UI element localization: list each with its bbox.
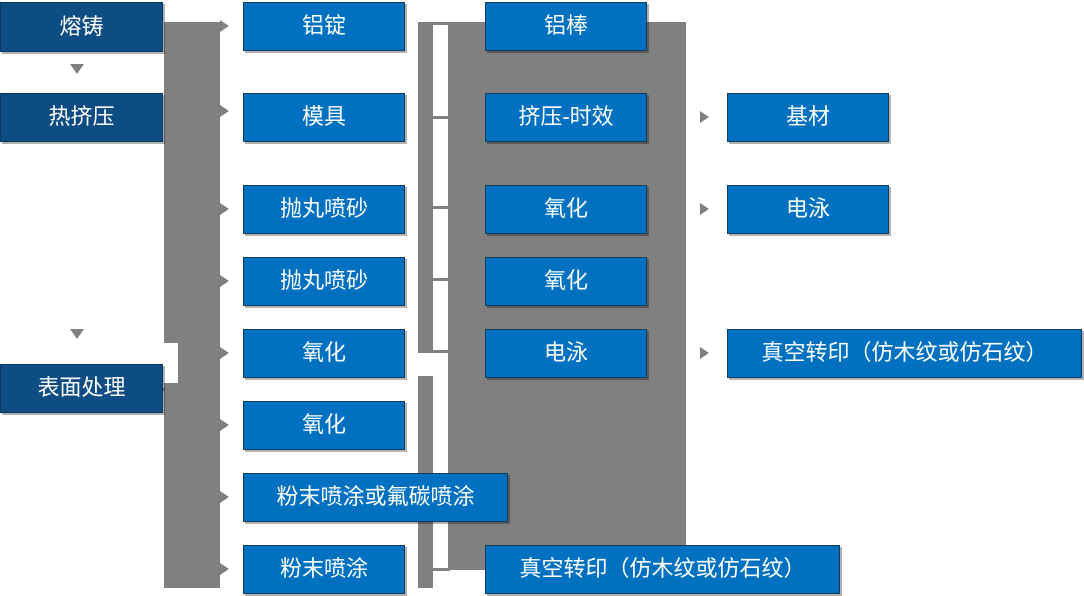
node-process-extrusion-aging[interactable]: 挤压-时效: [485, 93, 647, 142]
node-material-oxidation-1[interactable]: 氧化: [243, 329, 405, 378]
node-stage-hot-extrusion[interactable]: 热挤压: [0, 93, 163, 142]
node-label: 抛丸喷砂: [279, 196, 368, 222]
node-result-vacuum-transfer-printing[interactable]: 真空转印（仿木纹或仿石纹）: [727, 329, 1082, 378]
node-process-oxidation-1[interactable]: 氧化: [485, 185, 647, 234]
node-material-shot-blasting-2[interactable]: 抛丸喷砂: [243, 257, 405, 306]
node-material-powder-or-fluorocarbon-coating[interactable]: 粉末喷涂或氟碳喷涂: [243, 473, 508, 522]
arrow-right-icon-m2: [220, 105, 229, 117]
node-material-aluminum-ingot[interactable]: 铝锭: [243, 2, 405, 51]
node-label: 粉末喷涂或氟碳喷涂: [276, 484, 475, 510]
node-material-oxidation-2[interactable]: 氧化: [243, 401, 405, 450]
node-material-powder-coating[interactable]: 粉末喷涂: [243, 545, 405, 594]
node-result-substrate[interactable]: 基材: [727, 93, 889, 142]
node-label: 氧化: [543, 196, 588, 222]
arrow-right-icon-r3: [700, 347, 709, 359]
connector-bar-middle-upper: [418, 22, 433, 353]
connector-band-left-notch: [164, 343, 178, 383]
node-result-electrophoresis[interactable]: 电泳: [727, 185, 889, 234]
node-stage-melting[interactable]: 熔铸: [0, 2, 163, 52]
node-label: 抛丸喷砂: [279, 268, 368, 294]
connector-rung-4: [433, 278, 450, 281]
node-process-vacuum-transfer-printing[interactable]: 真空转印（仿木纹或仿石纹）: [485, 545, 840, 594]
connector-surface-treatment: [163, 388, 185, 391]
node-process-electrophoresis[interactable]: 电泳: [485, 329, 647, 378]
node-label: 基材: [785, 104, 830, 130]
node-label: 模具: [301, 104, 346, 130]
connector-rung-5: [433, 350, 450, 353]
node-stage-surface-treatment[interactable]: 表面处理: [0, 364, 163, 413]
node-material-shot-blasting-1[interactable]: 抛丸喷砂: [243, 185, 405, 234]
node-process-oxidation-2[interactable]: 氧化: [485, 257, 647, 306]
node-label: 铝棒: [543, 13, 588, 39]
node-label: 真空转印（仿木纹或仿石纹）: [761, 340, 1048, 366]
node-process-aluminum-bar[interactable]: 铝棒: [485, 2, 647, 51]
node-label: 熔铸: [59, 13, 104, 39]
arrow-right-icon-m5: [220, 347, 229, 359]
arrow-right-icon-r2: [700, 203, 709, 215]
node-material-mold[interactable]: 模具: [243, 93, 405, 142]
arrow-right-icon-m3: [220, 203, 229, 215]
connector-rung-2: [433, 116, 450, 119]
connector-rung-6: [433, 568, 450, 571]
connector-band-left: [164, 22, 220, 588]
node-label: 热挤压: [48, 104, 115, 130]
arrow-right-icon-m7: [220, 491, 229, 503]
arrow-right-icon-m4: [220, 275, 229, 287]
connector-rung-1: [433, 22, 450, 25]
arrow-right-icon-r1: [700, 111, 709, 123]
node-label: 电泳: [785, 196, 830, 222]
node-label: 挤压-时效: [518, 104, 614, 130]
node-label: 氧化: [301, 340, 346, 366]
node-label: 铝锭: [301, 13, 346, 39]
node-label: 表面处理: [37, 375, 126, 401]
node-label: 粉末喷涂: [279, 556, 368, 582]
arrow-down-icon-extrusion: [70, 329, 84, 339]
node-label: 电泳: [543, 340, 588, 366]
node-label: 氧化: [301, 412, 346, 438]
arrow-right-icon-m8: [220, 563, 229, 575]
connector-rung-3: [433, 206, 450, 209]
node-label: 真空转印（仿木纹或仿石纹）: [519, 556, 806, 582]
arrow-right-icon-m6: [220, 419, 229, 431]
node-label: 氧化: [543, 268, 588, 294]
arrow-down-icon-melting: [70, 64, 84, 74]
arrow-right-icon-m1: [220, 20, 229, 32]
